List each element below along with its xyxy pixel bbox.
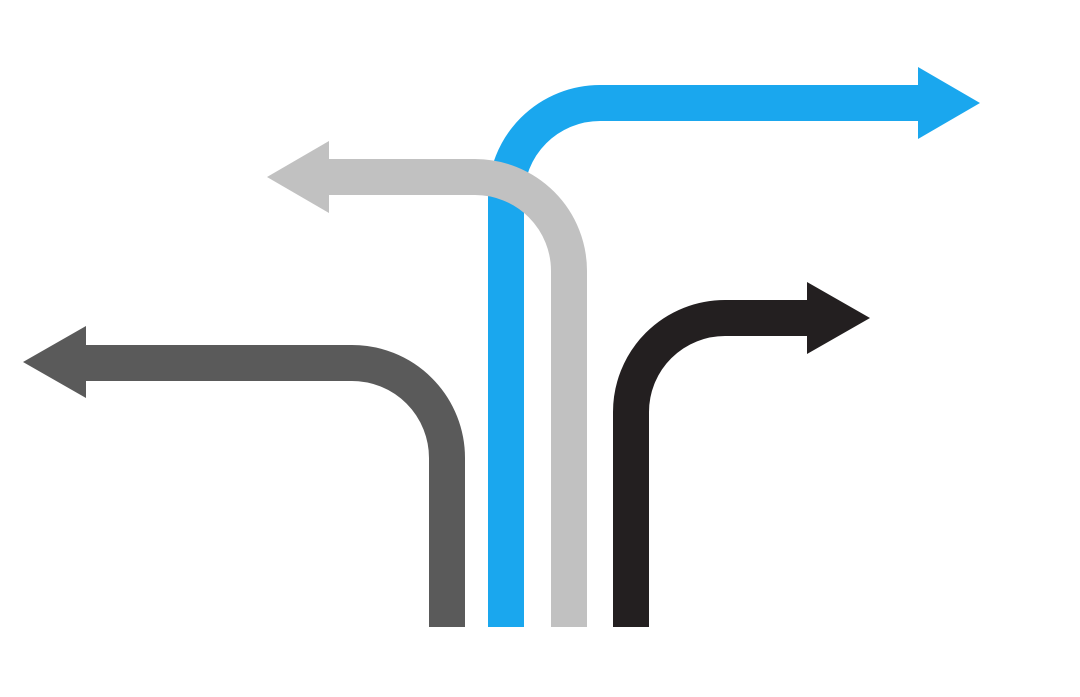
dark-gray-arrow-shaft — [84, 345, 465, 627]
black-arrow-head — [807, 282, 870, 354]
black-arrow-shaft — [613, 300, 809, 627]
light-gray-arrow-shaft — [327, 159, 587, 627]
dark-gray-arrow-head — [23, 326, 86, 398]
light-gray-left-arrow — [267, 141, 587, 627]
blue-arrow-head — [918, 67, 980, 139]
dark-gray-left-arrow — [23, 326, 465, 627]
light-gray-arrow-head — [267, 141, 329, 213]
black-right-arrow — [613, 282, 870, 627]
